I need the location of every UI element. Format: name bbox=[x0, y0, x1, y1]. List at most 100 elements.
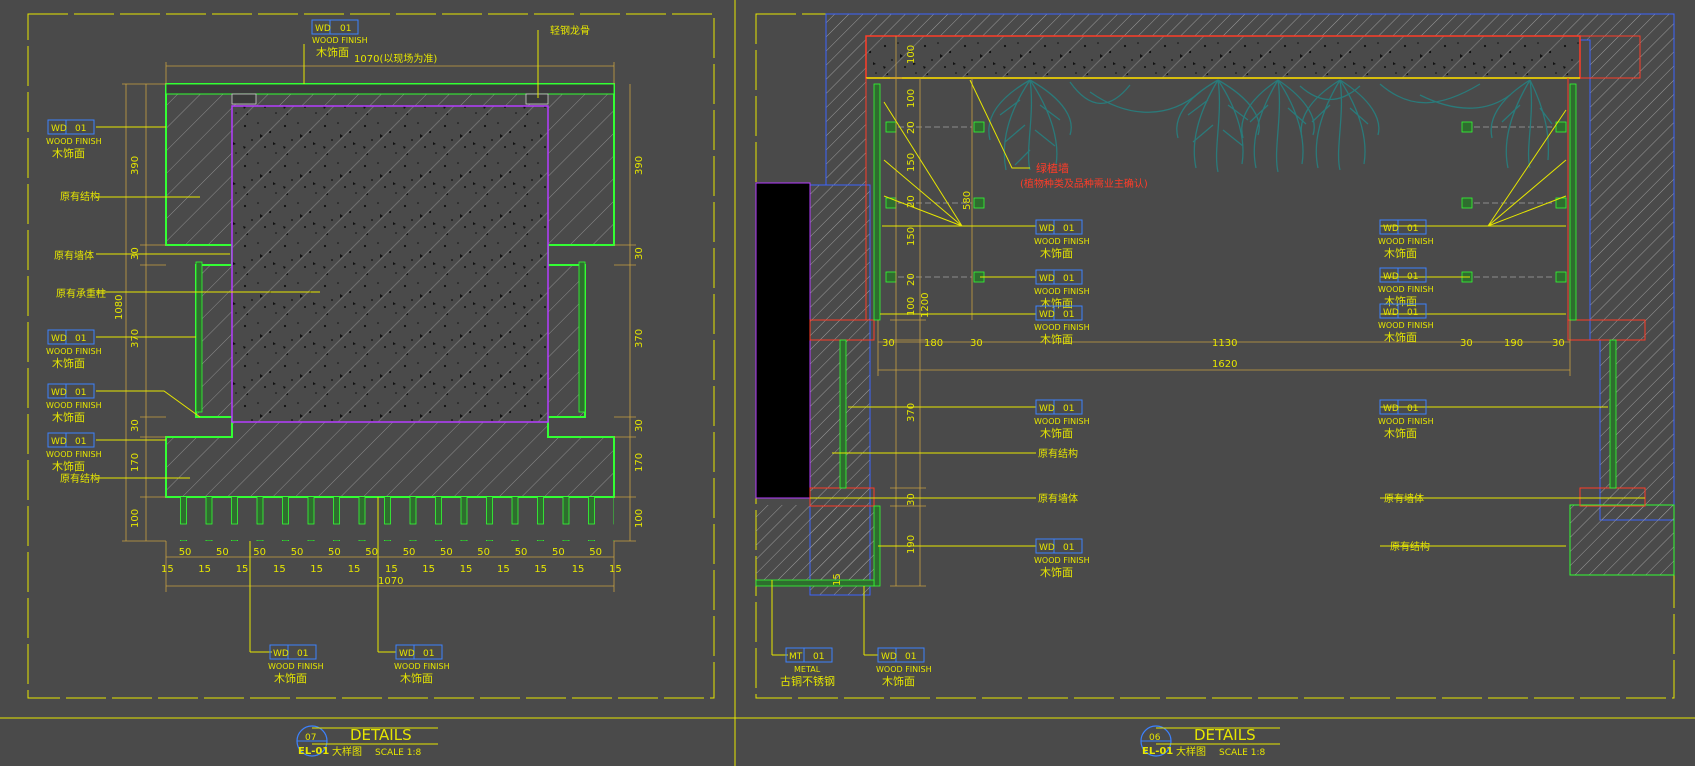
hanging-plants bbox=[988, 79, 1553, 173]
svg-text:180: 180 bbox=[924, 338, 943, 349]
svg-text:190: 190 bbox=[1504, 338, 1523, 349]
svg-text:100: 100 bbox=[906, 45, 917, 64]
svg-text:20: 20 bbox=[906, 273, 917, 286]
top-note: 轻钢龙骨 bbox=[550, 24, 590, 37]
right-vertical-dims: 100 100 20 150 20 150 20 100 580 1200 37… bbox=[906, 45, 973, 554]
svg-text:原有结构: 原有结构 bbox=[60, 472, 100, 485]
svg-text:01: 01 bbox=[1407, 272, 1418, 282]
svg-text:WD: WD bbox=[51, 437, 67, 447]
svg-text:WOOD FINISH: WOOD FINISH bbox=[46, 401, 102, 410]
svg-text:01: 01 bbox=[75, 334, 86, 344]
svg-text:WD: WD bbox=[1383, 272, 1399, 282]
svg-text:390: 390 bbox=[130, 156, 141, 175]
svg-text:30: 30 bbox=[1552, 338, 1565, 349]
svg-text:DETAILS: DETAILS bbox=[1194, 726, 1256, 744]
svg-text:原有墙体: 原有墙体 bbox=[54, 249, 94, 262]
svg-text:30: 30 bbox=[882, 338, 895, 349]
svg-text:01: 01 bbox=[1407, 224, 1418, 234]
svg-text:WD: WD bbox=[881, 652, 897, 662]
right-horizontal-dims: 30 180 30 1130 30 190 30 1620 15 bbox=[832, 338, 1565, 586]
svg-text:WOOD FINISH: WOOD FINISH bbox=[1378, 321, 1434, 330]
svg-text:390: 390 bbox=[634, 156, 645, 175]
svg-text:30: 30 bbox=[906, 493, 917, 506]
svg-text:30: 30 bbox=[634, 247, 645, 260]
svg-text:WOOD FINISH: WOOD FINISH bbox=[46, 137, 102, 146]
svg-text:150: 150 bbox=[906, 153, 917, 172]
bottom-dimension-value: 15 bbox=[273, 564, 286, 575]
svg-text:WD: WD bbox=[1383, 404, 1399, 414]
left-dim-values: 1080 390 30 370 30 170 100 390 30 370 30… bbox=[114, 156, 645, 528]
svg-text:原有结构: 原有结构 bbox=[1038, 447, 1078, 460]
black-panel bbox=[755, 182, 811, 499]
right-structure-top bbox=[825, 13, 1675, 521]
svg-text:01: 01 bbox=[1063, 224, 1074, 234]
tag-top-wd01: WD 01 WOOD FINISH 木饰面 bbox=[311, 19, 368, 59]
bottom-dimension-value: 15 bbox=[497, 564, 510, 575]
right-detail: 绿植墙 (植物种类及品种需业主确认) 100 100 20 150 20 150… bbox=[755, 13, 1675, 758]
svg-text:SCALE 1:8: SCALE 1:8 bbox=[375, 748, 421, 758]
svg-text:木饰面: 木饰面 bbox=[316, 45, 349, 59]
svg-text:木饰面: 木饰面 bbox=[1384, 426, 1417, 440]
svg-text:WOOD FINISH: WOOD FINISH bbox=[46, 347, 102, 356]
green-wall-note: 绿植墙 bbox=[1036, 161, 1069, 175]
bottom-dimension-value: 50 bbox=[253, 547, 266, 558]
svg-text:30: 30 bbox=[130, 247, 141, 260]
svg-text:WD: WD bbox=[1039, 274, 1055, 284]
top-dimension: 1070(以现场为准) bbox=[354, 52, 437, 65]
svg-text:100: 100 bbox=[906, 89, 917, 108]
svg-text:SCALE 1:8: SCALE 1:8 bbox=[1219, 748, 1265, 758]
svg-text:木饰面: 木饰面 bbox=[1384, 330, 1417, 344]
svg-text:WOOD FINISH: WOOD FINISH bbox=[1378, 285, 1434, 294]
svg-text:100: 100 bbox=[634, 509, 645, 528]
svg-text:01: 01 bbox=[905, 652, 916, 662]
svg-text:古铜不锈钢: 古铜不锈钢 bbox=[780, 674, 835, 688]
svg-text:原有墙体: 原有墙体 bbox=[1038, 492, 1078, 505]
svg-text:1620: 1620 bbox=[1212, 359, 1237, 370]
bottom-dimension-value: 50 bbox=[403, 547, 416, 558]
svg-text:WOOD FINISH: WOOD FINISH bbox=[1378, 417, 1434, 426]
bottom-dimension-value: 15 bbox=[161, 564, 174, 575]
svg-text:100: 100 bbox=[130, 509, 141, 528]
svg-text:木饰面: 木饰面 bbox=[1384, 294, 1417, 308]
bottom-dimension-value: 15 bbox=[422, 564, 435, 575]
svg-text:WOOD FINISH: WOOD FINISH bbox=[1034, 287, 1090, 296]
svg-text:06: 06 bbox=[1149, 733, 1161, 743]
svg-text:木饰面: 木饰面 bbox=[52, 410, 85, 424]
svg-text:EL-01: EL-01 bbox=[298, 746, 329, 757]
concrete-column bbox=[231, 105, 549, 423]
svg-text:木饰面: 木饰面 bbox=[52, 146, 85, 160]
svg-text:WOOD FINISH: WOOD FINISH bbox=[1034, 417, 1090, 426]
svg-text:100: 100 bbox=[906, 297, 917, 316]
svg-text:木饰面: 木饰面 bbox=[1040, 565, 1073, 579]
svg-text:01: 01 bbox=[423, 649, 434, 659]
svg-text:580: 580 bbox=[962, 191, 973, 210]
svg-text:WD: WD bbox=[273, 649, 289, 659]
svg-text:30: 30 bbox=[130, 419, 141, 432]
svg-text:WOOD FINISH: WOOD FINISH bbox=[1034, 556, 1090, 565]
svg-text:WD: WD bbox=[1383, 224, 1399, 234]
wood-fin-row bbox=[166, 497, 614, 541]
svg-text:370: 370 bbox=[906, 403, 917, 422]
svg-text:1130: 1130 bbox=[1212, 338, 1237, 349]
svg-text:木饰面: 木饰面 bbox=[52, 356, 85, 370]
svg-text:WOOD FINISH: WOOD FINISH bbox=[46, 450, 102, 459]
svg-text:WD: WD bbox=[1039, 224, 1055, 234]
svg-text:01: 01 bbox=[75, 388, 86, 398]
svg-text:大样图: 大样图 bbox=[332, 745, 362, 758]
svg-text:原有结构: 原有结构 bbox=[1390, 540, 1430, 553]
bottom-dimension-value: 15 bbox=[348, 564, 361, 575]
bottom-dimension-value: 50 bbox=[589, 547, 602, 558]
bottom-dimension-value: 15 bbox=[310, 564, 323, 575]
svg-text:01: 01 bbox=[1063, 274, 1074, 284]
svg-text:190: 190 bbox=[906, 535, 917, 554]
bottom-dimension-value: 50 bbox=[365, 547, 378, 558]
bottom-dimension-row: 1550155015501550155015501550155015501550… bbox=[161, 547, 622, 575]
svg-text:MT: MT bbox=[789, 652, 803, 662]
svg-text:木饰面: 木饰面 bbox=[1040, 246, 1073, 260]
svg-text:WD: WD bbox=[1039, 310, 1055, 320]
svg-text:木饰面: 木饰面 bbox=[882, 674, 915, 688]
